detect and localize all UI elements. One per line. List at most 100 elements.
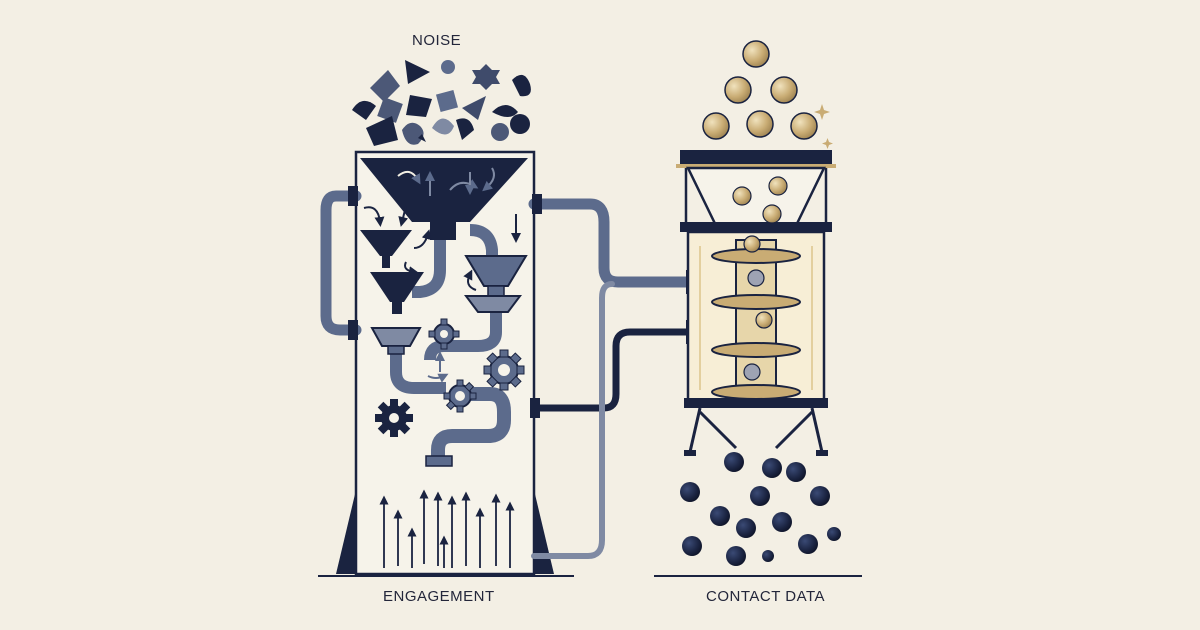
gold-ball [732,186,752,206]
gold-balls-top [702,40,833,149]
pipe-flange [348,186,358,206]
gold-ball [790,112,818,140]
engagement-arrows [379,489,515,568]
noise-shape [435,89,459,113]
noise-shape [472,64,500,90]
noise-shape [432,118,454,135]
navy-ball [810,486,830,506]
navy-ball [726,546,746,566]
pipe-right-middle [530,328,694,412]
main-funnel-spout [430,222,456,240]
silo-legs [688,407,824,453]
label-contact-data: CONTACT DATA [706,588,826,605]
navy-ball [762,458,782,478]
small-funnel [370,272,424,302]
navy-ball [724,452,744,472]
tower-foot-left [336,490,356,574]
noise-shape [377,97,403,123]
gold-ball [742,40,770,68]
gold-ball [755,311,773,329]
internal-pipe [431,387,511,458]
small-funnel-spout [382,256,390,268]
noise-shape [418,134,426,142]
flow-arrow [413,229,432,249]
gray-ball [747,269,765,287]
label-engagement: ENGAGEMENT [383,588,495,605]
gold-ball [724,76,752,104]
filter-disc [711,384,801,400]
gold-ball [746,110,774,138]
small-funnel [464,255,528,287]
tower-foot-right [534,490,554,574]
gold-ball [702,112,730,140]
noise-shape [462,96,486,120]
small-funnel-spout [387,345,405,355]
internal-pipe [390,352,446,394]
flow-arrow [398,205,409,227]
small-funnel [360,230,412,256]
flow-arrow [482,167,495,192]
silo-cap [680,150,832,164]
pipe-right-top [528,198,696,288]
pipe-flange [348,320,358,340]
navy-ball [798,534,818,554]
pipe-right-bottom [531,281,615,559]
silo-rim [676,164,836,168]
navy-ball [762,550,774,562]
filter-discs [711,248,801,400]
filter-disc [711,294,801,310]
silo-band [680,222,832,232]
noise-shape [352,100,376,120]
gear-icon [428,318,460,350]
internal-pipe [412,240,446,298]
sparkle-icon [814,104,830,120]
internal-pipe [424,312,502,361]
flow-arrow [397,170,421,185]
gear-icon [375,399,413,437]
internal-pipe [469,224,498,262]
noise-shape [510,114,530,134]
gold-ball [762,204,782,224]
noise-shape [456,118,474,140]
noise-shapes [352,60,531,146]
gear-icon [483,349,525,391]
navy-ball [750,486,770,506]
gold-ball [768,176,788,196]
glass-reflections [699,246,813,390]
flow-arrow [449,179,479,191]
flow-arrow [427,373,449,383]
noise-shape [406,95,432,117]
contact-silo [676,150,836,456]
navy-ball [682,536,702,556]
contact-data-balls [680,452,841,566]
filter-disc [711,342,801,358]
small-funnel-spout [392,302,402,314]
flow-arrow [463,269,477,291]
silo-foot [816,450,828,456]
noise-shape [370,70,400,102]
noise-shape [441,60,455,74]
flow-arrow [404,261,419,277]
gears [375,318,525,437]
silo-foot [684,450,696,456]
navy-ball [772,512,792,532]
small-funnel [464,295,522,313]
noise-shape [402,122,424,145]
navy-ball [786,462,806,482]
navy-ball [710,506,730,526]
navy-ball [827,527,841,541]
label-noise: NOISE [412,32,462,49]
sparkle-icon [822,138,833,149]
flow-arrow [363,206,385,227]
small-funnel [370,327,422,347]
pipe-outlet [425,455,453,467]
noise-shape [405,60,430,84]
gear-icon [443,379,477,413]
silo-base-band [684,398,828,408]
pipe-flange [532,194,542,214]
gold-ball [743,235,761,253]
gray-ball [743,363,761,381]
gold-ball [770,76,798,104]
